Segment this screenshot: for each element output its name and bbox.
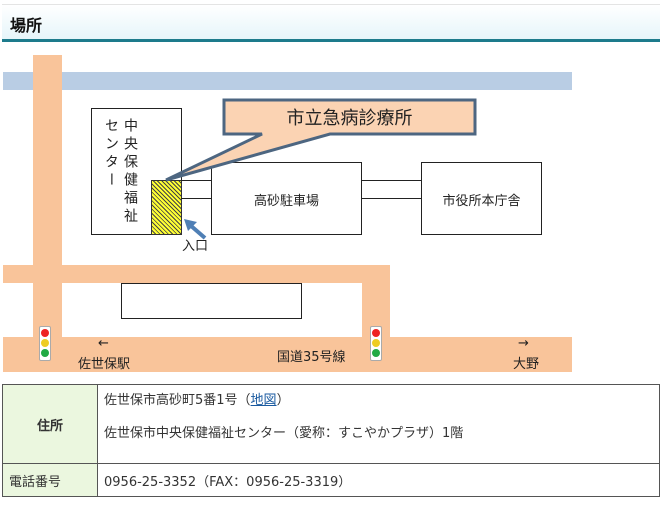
phone-label: 電話番号 (2, 463, 98, 497)
route-label: 国道35号線 (277, 350, 346, 365)
table-row-address: 住所 佐世保市高砂町5番1号（地図） 佐世保市中央保健福祉センター（愛称：すこや… (2, 384, 660, 464)
entrance-arrow-icon (188, 223, 207, 240)
address-line1-suffix: ） (276, 393, 290, 408)
right-destination-label: 大野 (513, 357, 540, 372)
building-unnamed (121, 283, 302, 319)
clinic-callout-label: 市立急病診療所 (286, 108, 413, 129)
river-road (3, 72, 572, 90)
address-label: 住所 (2, 384, 98, 464)
parking-label: 高砂駐車場 (253, 194, 319, 209)
section-title: 場所 (10, 16, 43, 35)
right-arrow-icon: → (518, 336, 529, 351)
callout-shape (165, 98, 477, 182)
city-hall-label: 市役所本庁舎 (442, 194, 521, 209)
address-line1-prefix: 佐世保市高砂町5番1号（ (104, 393, 251, 408)
center-building-label-1: 中央保健福祉 (122, 118, 138, 226)
left-arrow-icon: ← (98, 336, 109, 351)
traffic-light-icon (370, 326, 382, 361)
table-row-phone: 電話番号 0956-25-3352（FAX：0956-25-3319） (2, 463, 660, 497)
clinic-location (151, 180, 182, 235)
national-route-road (3, 337, 572, 372)
address-value: 佐世保市高砂町5番1号（地図） 佐世保市中央保健福祉センター（愛称：すこやかプラ… (97, 384, 660, 464)
road-left-vertical (33, 55, 62, 372)
callout-and-arrow (165, 98, 477, 240)
info-table: 住所 佐世保市高砂町5番1号（地図） 佐世保市中央保健福祉センター（愛称：すこや… (2, 384, 660, 497)
entrance-label: 入口 (182, 239, 209, 254)
traffic-light-icon (39, 326, 51, 361)
section-header: 場所 (2, 4, 660, 42)
address-line2: 佐世保市中央保健福祉センター（愛称：すこやかプラザ）1階 (104, 426, 464, 441)
city-hall-building (421, 162, 542, 235)
phone-value: 0956-25-3352（FAX：0956-25-3319） (97, 463, 660, 497)
parking-building (211, 162, 362, 235)
road-middle (3, 265, 390, 283)
left-destination-label: 佐世保駅 (78, 357, 131, 372)
center-building-label-2: センター (103, 118, 119, 190)
map-link[interactable]: 地図 (250, 393, 277, 408)
